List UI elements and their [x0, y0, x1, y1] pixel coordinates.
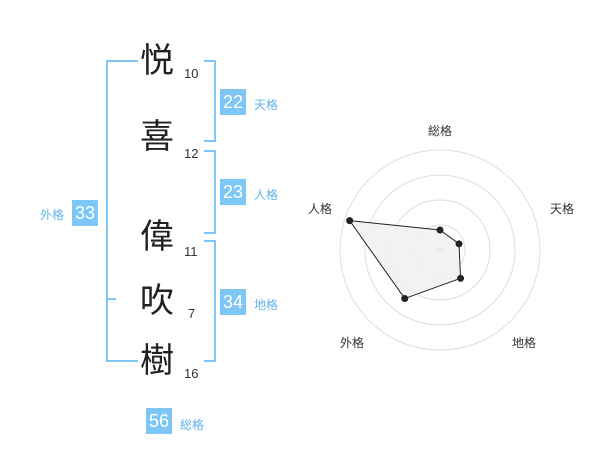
radar-series-polygon: [348, 220, 462, 300]
radar-grid-ring: [339, 149, 541, 351]
chikaku-value: 34: [220, 289, 246, 315]
radar-point-2: [457, 274, 465, 282]
radar-axis-label-tenkaku: 天格: [550, 202, 575, 216]
name-char-2: 喜: [140, 117, 174, 157]
chikaku-bracket: [204, 240, 216, 362]
tenkaku-label: 天格: [254, 98, 279, 112]
jinkaku-value: 23: [220, 179, 246, 205]
radar-grid-ring: [364, 174, 516, 326]
tenkaku-value: 22: [220, 89, 246, 115]
radar-point-4: [346, 217, 354, 225]
stroke-count-3: 11: [184, 244, 198, 259]
gaikaku-value: 33: [72, 200, 98, 226]
jinkaku-bracket: [204, 150, 216, 234]
radar-point-0: [436, 226, 444, 234]
soukaku-label: 総格: [180, 418, 205, 432]
gaikaku-bracket: [106, 60, 138, 362]
name-char-4: 吹: [140, 281, 174, 321]
chikaku-label: 地格: [254, 298, 279, 312]
jinkaku-label: 人格: [254, 188, 279, 202]
radar-axis-label-jinkaku: 人格: [308, 202, 333, 216]
radar-point-3: [401, 295, 409, 303]
tenkaku-bracket: [204, 60, 216, 142]
radar-axis-label-soukaku: 総格: [428, 124, 453, 138]
stroke-count-4: 7: [188, 306, 196, 321]
radar-axis-label-gaikaku: 外格: [340, 336, 365, 350]
radar-axis-label-chikaku: 地格: [512, 336, 537, 350]
radar-point-1: [455, 240, 463, 248]
gaikaku-label: 外格: [40, 208, 65, 222]
gaikaku-bracket-mid: [106, 298, 116, 300]
name-char-1: 悦: [140, 41, 174, 81]
stroke-count-5: 16: [184, 366, 199, 381]
stroke-count-2: 12: [184, 146, 199, 161]
name-char-3: 偉: [140, 217, 174, 257]
name-char-5: 樹: [140, 341, 174, 381]
soukaku-value: 56: [146, 408, 172, 434]
stroke-count-1: 10: [184, 66, 199, 81]
